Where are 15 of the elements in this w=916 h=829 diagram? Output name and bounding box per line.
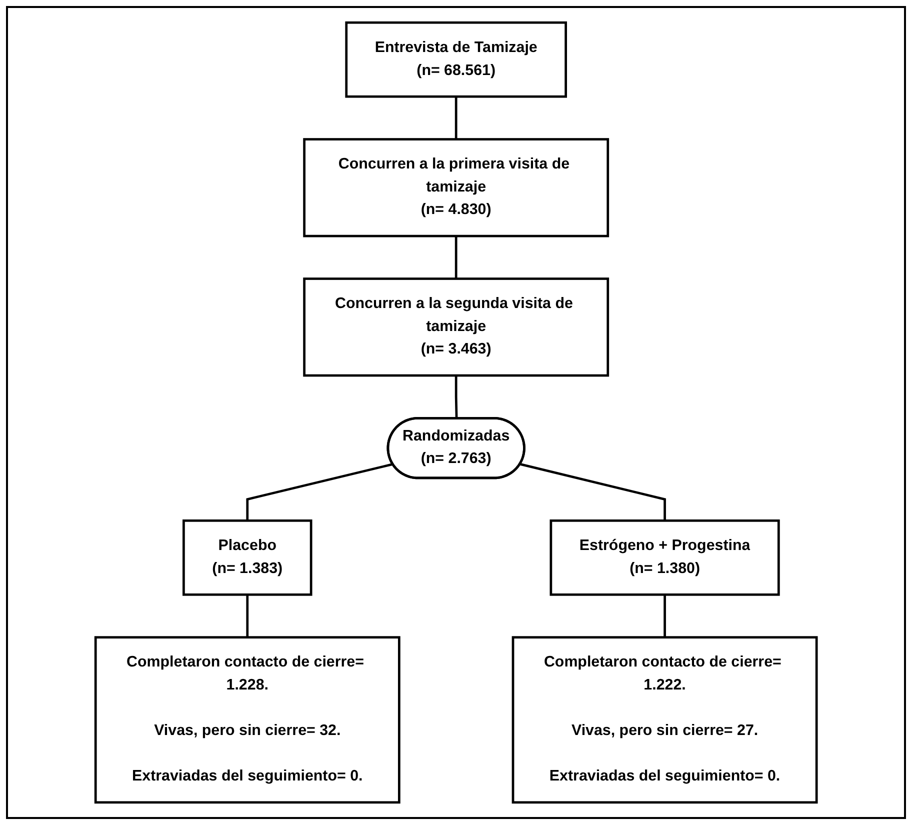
connector bbox=[454, 96, 458, 140]
diagram-frame: Entrevista de Tamizaje (n= 68.561) Concurren a la primera visita de tamizaje (n= 4.830) Concurren a la segunda visita de tamizaje (n= 3.463) Randomizadas (n= 2.763) Placebo (n= 1.383) Estrógeno + Progestina (n= 1.380) Completaron contacto de cierre= 1.228. Vivas, pero sin cierre= 32. Extraviadas del seguimiento= 0. Completaron contacto de cierre= 1.222. Vivas, pero sin cierre= 27. Extraviadas del seguimiento= 0. bbox=[6, 6, 906, 819]
node-box bbox=[550, 519, 780, 596]
node-box bbox=[303, 278, 609, 377]
node-box bbox=[512, 636, 818, 804]
connector bbox=[246, 594, 248, 638]
connector bbox=[246, 463, 394, 521]
node-box bbox=[345, 21, 567, 98]
node-box bbox=[94, 636, 400, 804]
connector bbox=[520, 463, 666, 521]
connector bbox=[454, 376, 458, 419]
node-box bbox=[182, 519, 312, 596]
node-box bbox=[303, 138, 609, 238]
connector bbox=[664, 594, 666, 638]
connector bbox=[454, 236, 458, 279]
